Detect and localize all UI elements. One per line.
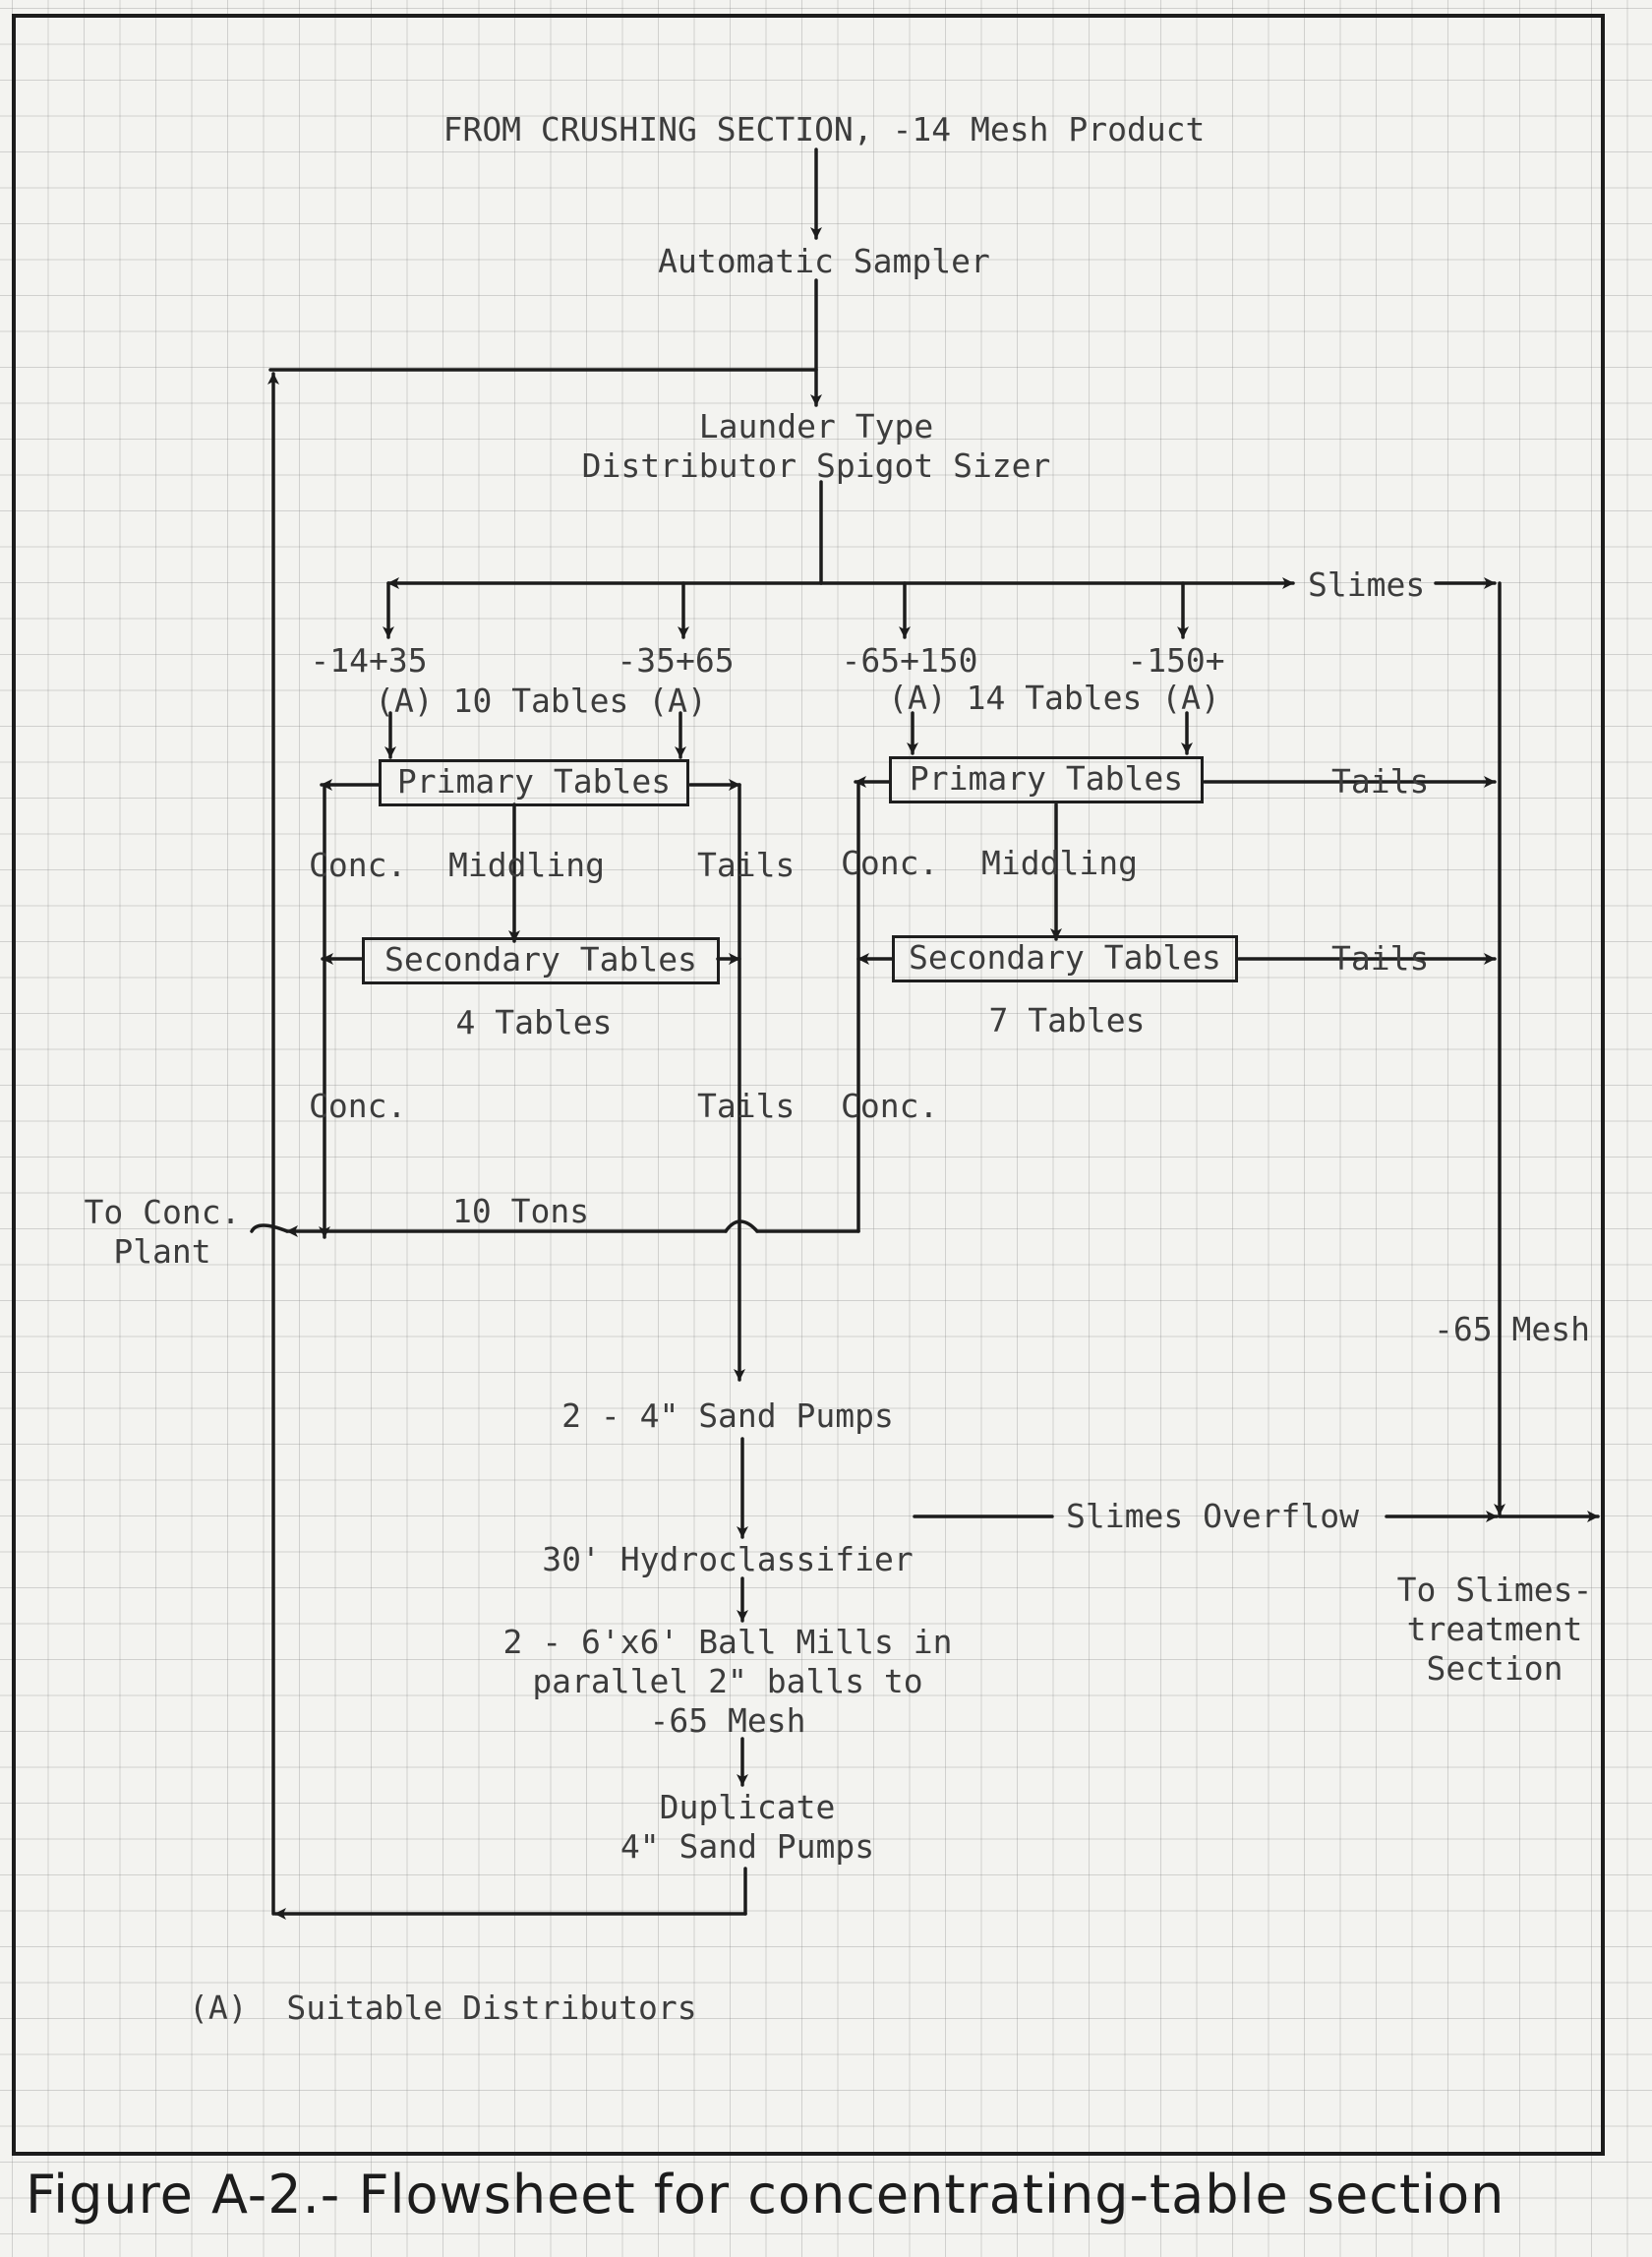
distributor-right-label: (A) 14 Tables (A) (888, 679, 1220, 717)
ball-mills-label: 2 - 6'x6' Ball Mills in parallel 2" ball… (502, 1623, 953, 1740)
hydroclassifier-label: 30' Hydroclassifier (542, 1540, 914, 1578)
size-label-3: -65+150 (841, 641, 978, 680)
to-slimes-treatment-label: To Slimes- treatment Section (1396, 1571, 1593, 1688)
left-secondary-conc-label: Conc. (309, 1087, 407, 1125)
figure-caption: Figure A-2.- Flowsheet for concentrating… (26, 2164, 1505, 2226)
size-label-2: -35+65 (617, 641, 735, 680)
left-secondary-tails-label: Tails (697, 1087, 796, 1125)
sizer-label: Launder Type Distributor Spigot Sizer (581, 407, 1051, 485)
minus65-mesh-label: -65 Mesh (1434, 1310, 1590, 1348)
tons-label: 10 Tons (452, 1192, 590, 1230)
slimes-label: Slimes (1308, 565, 1426, 604)
right-secondary-conc-label: Conc. (841, 1087, 939, 1125)
right-secondary-tails-label: Tails (1331, 939, 1430, 978)
duplicate-pumps-label: Duplicate 4" Sand Pumps (620, 1788, 875, 1866)
size-label-1: -14+35 (310, 641, 428, 680)
recycle-line-hop (250, 1223, 289, 1233)
right-primary-tails-label: Tails (1331, 762, 1430, 801)
primary-tables-left-box: Primary Tables (379, 759, 689, 806)
distributor-note: (A) Suitable Distributors (189, 1989, 697, 2027)
right-secondary-count: 7 Tables (988, 1001, 1146, 1039)
size-label-4: -150+ (1127, 641, 1225, 680)
secondary-tables-left-box: Secondary Tables (362, 937, 720, 984)
right-conc-label: Conc. (841, 844, 939, 882)
left-secondary-count: 4 Tables (455, 1003, 613, 1041)
left-conc-label: Conc. (309, 846, 407, 884)
secondary-tables-right-box: Secondary Tables (892, 935, 1238, 982)
left-tails-label: Tails (697, 846, 796, 884)
distributor-left-label: (A) 10 Tables (A) (375, 682, 707, 720)
sampler-label: Automatic Sampler (658, 242, 990, 280)
slimes-overflow-label: Slimes Overflow (1066, 1497, 1360, 1535)
sand-pumps-label: 2 - 4" Sand Pumps (561, 1396, 894, 1435)
left-middling-label: Middling (448, 846, 605, 884)
right-middling-label: Middling (981, 844, 1138, 882)
primary-tables-right-box: Primary Tables (889, 756, 1204, 803)
conc-line-hop (724, 1219, 759, 1233)
to-conc-plant-label: To Conc. Plant (84, 1193, 241, 1271)
diagram-frame (12, 14, 1605, 2156)
feed-label: FROM CRUSHING SECTION, -14 Mesh Product (442, 110, 1206, 148)
